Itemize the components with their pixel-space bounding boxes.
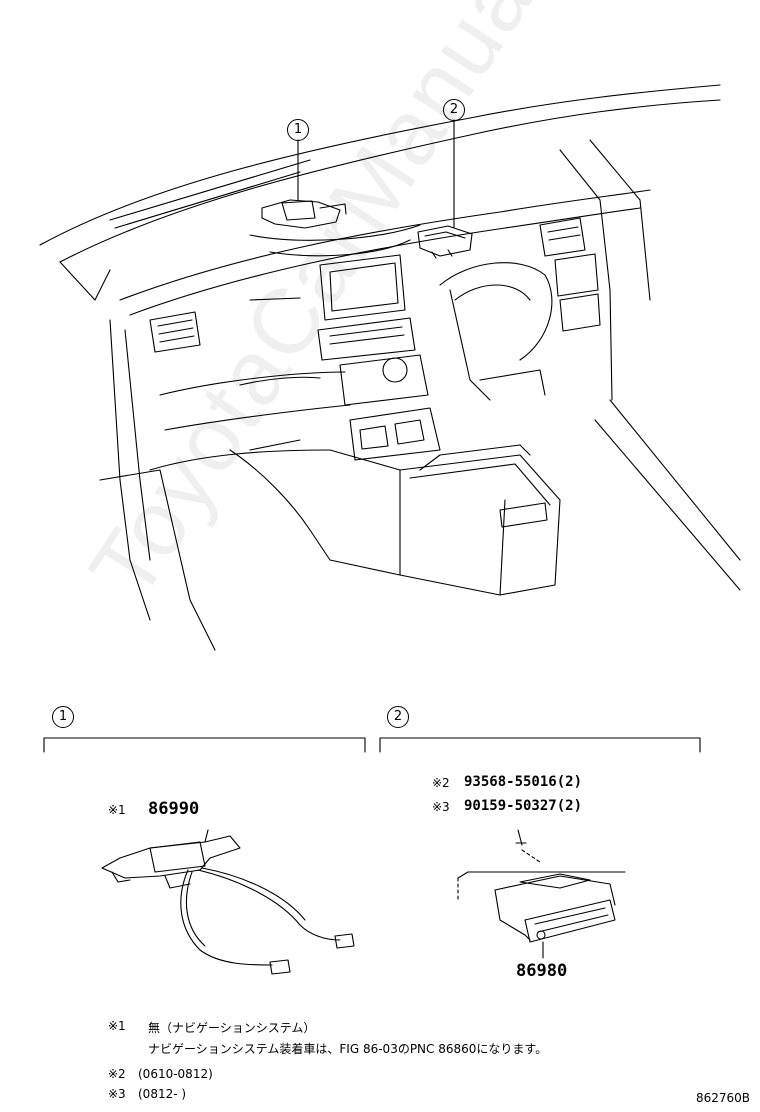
callout-2-section: 2 (387, 706, 409, 728)
part-number-86990: 86990 (148, 799, 200, 819)
section2-line1-mark: ※2 (432, 776, 450, 790)
section1-mark: ※1 (108, 803, 126, 817)
callout-2-main: 2 (443, 99, 465, 121)
figure-id: 862760B (696, 1091, 751, 1105)
part-number-93568: 93568-55016(2) (464, 774, 583, 790)
note1-text: 無（ナビゲーションシステム） (148, 1021, 316, 1035)
part-number-90159: 90159-50327(2) (464, 798, 583, 814)
callout-1-section: 1 (52, 706, 74, 728)
note3-text: (0812- ) (138, 1087, 187, 1101)
part-number-86980: 86980 (516, 961, 568, 981)
note1-subtext: ナビゲーションシステム装着車は、FIG 86-03のPNC 86860になります… (148, 1042, 548, 1056)
note1-mark: ※1 (108, 1019, 126, 1033)
callout-1-main: 1 (287, 119, 309, 141)
note2-mark: ※2 (108, 1067, 126, 1081)
note3-mark: ※3 (108, 1087, 126, 1101)
section2-line2-mark: ※3 (432, 800, 450, 814)
note2-text: (0610-0812) (138, 1067, 213, 1081)
